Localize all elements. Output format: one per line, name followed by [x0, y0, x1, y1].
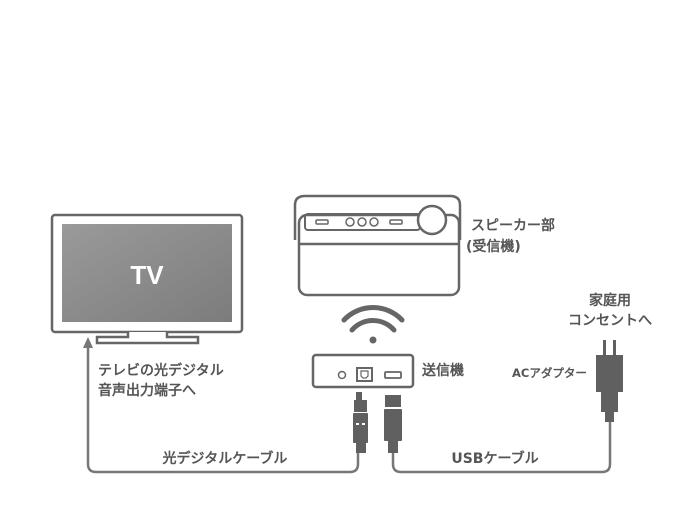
arrow-up-icon — [83, 337, 93, 348]
tv-port-label-line1: テレビの光デジタル — [98, 363, 224, 379]
usb-cable-label: USBケーブル — [451, 451, 539, 467]
ac-adapter-icon — [596, 340, 623, 422]
receiver-label: (受信機) — [466, 239, 521, 255]
cables — [86, 346, 612, 474]
wireless-signal-icon — [341, 305, 405, 344]
usb-plug-icon — [384, 395, 402, 453]
outlet-label-line1: 家庭用 — [589, 293, 631, 309]
optical-cable-label: 光デジタルケーブル — [162, 451, 288, 467]
optical-cable-line — [86, 346, 360, 474]
outlet-label-line2: コンセントへ — [568, 313, 652, 329]
tv-screen-label: TV — [130, 260, 164, 290]
speaker-label: スピーカー部 — [471, 218, 555, 234]
tv-port-label-line2: 音声出力端子へ — [98, 383, 196, 399]
transmitter-icon — [311, 353, 415, 389]
usb-cable-line — [391, 420, 612, 474]
ac-adapter-label: ACアダプター — [512, 366, 587, 380]
transmitter-label: 送信機 — [422, 363, 464, 379]
optical-plug-icon — [353, 392, 368, 453]
tv-icon — [50, 213, 244, 345]
speaker-icon — [293, 194, 462, 297]
